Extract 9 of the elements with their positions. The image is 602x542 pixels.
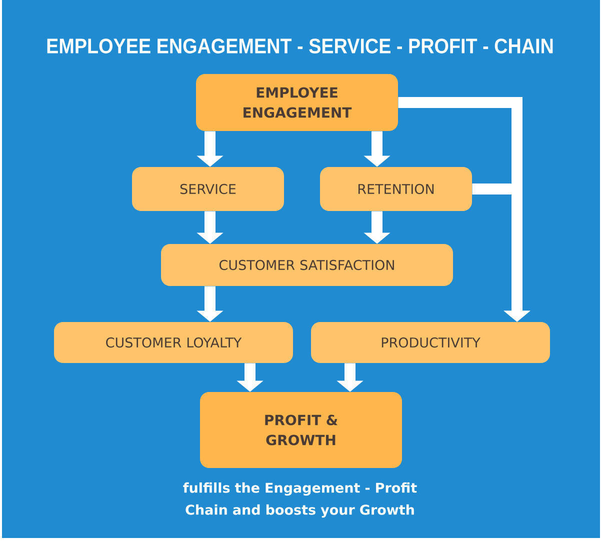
process-box: PROFIT & GROWTH <box>200 392 402 468</box>
process-box: CUSTOMER LOYALTY <box>54 322 293 363</box>
title: EMPLOYEE ENGAGEMENT - SERVICE - PROFIT - CHAIN <box>47 38 553 54</box>
caption: fulfills the Engagement - Profit Chain and boosts your Growth <box>183 482 417 518</box>
process-box: SERVICE <box>132 167 284 211</box>
process-box: CUSTOMER SATISFACTION <box>161 244 453 286</box>
process-box: PRODUCTIVITY <box>311 322 550 363</box>
process-box: EMPLOYEE ENGAGEMENT <box>196 74 398 131</box>
process-box: RETENTION <box>320 167 472 211</box>
